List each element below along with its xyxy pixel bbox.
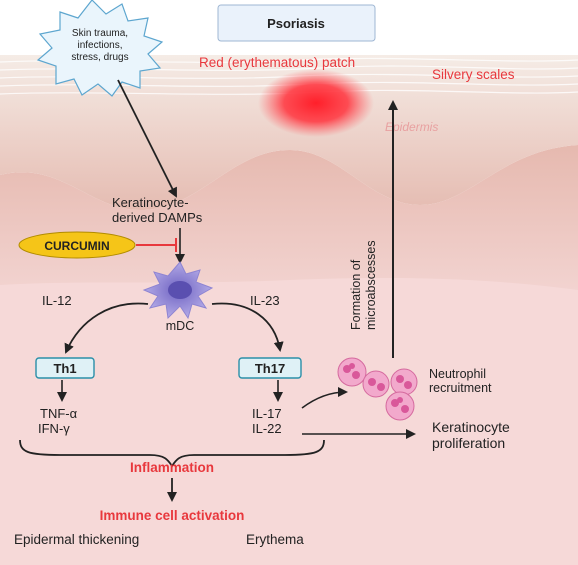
title-box [217,4,376,42]
mdc-cell [142,261,214,320]
red-patch-label: Red (erythematous) patch [199,55,355,70]
damps-line-1: Keratinocyte- [112,195,189,210]
curcumin-label: CURCUMIN [44,239,109,253]
dermis-background [0,250,578,565]
tnf-label: TNF-α [40,406,78,421]
trigger-line-1: Skin trauma, [72,28,128,39]
silvery-scales-label: Silvery scales [432,67,515,82]
epidermis-label: Epidermis [385,120,438,134]
microabscess-line-2: microabscesses [364,240,378,330]
ifn-label: IFN-γ [38,421,70,436]
title: Psoriasis [267,16,325,31]
epidermal-thickening-label: Epidermal thickening [14,532,139,547]
neutrophil-cluster [337,357,418,421]
mdc-label: mDC [166,319,194,333]
immune-activation-label: Immune cell activation [100,508,245,523]
il23-label: IL-23 [250,293,280,308]
microabscess-line-1: Formation of [349,259,363,330]
cytokine-brace [19,439,325,468]
trigger-line-2: infections, [77,40,122,51]
damps-line-2: derived DAMPs [112,210,203,225]
il22-label: IL-22 [252,421,282,436]
il17-label: IL-17 [252,406,282,421]
keratinocyte-line-1: Keratinocyte [432,419,510,435]
keratinocyte-line-2: proliferation [432,435,505,451]
il12-label: IL-12 [42,293,72,308]
curcumin-badge [18,231,136,259]
th17-box [238,357,302,379]
trigger-burst [36,0,164,97]
th1-label: Th1 [53,361,76,376]
th17-label: Th17 [255,361,285,376]
neutrophil-line-1: Neutrophil [429,367,486,381]
dermis-layer [0,145,578,290]
erythema-label: Erythema [246,532,304,547]
neutrophil-line-2: recruitment [429,381,492,395]
neutrophil-arrow [301,387,348,409]
il12-arrow [64,302,149,354]
microabscess-label: Formation of microabscesses [349,240,378,330]
il23-arrow [211,302,284,352]
trigger-arrow [117,79,177,198]
th1-box [35,357,95,379]
red-patch-spot [258,69,374,137]
inflammation-label: Inflammation [130,460,214,475]
trigger-line-3: stress, drugs [71,52,128,63]
